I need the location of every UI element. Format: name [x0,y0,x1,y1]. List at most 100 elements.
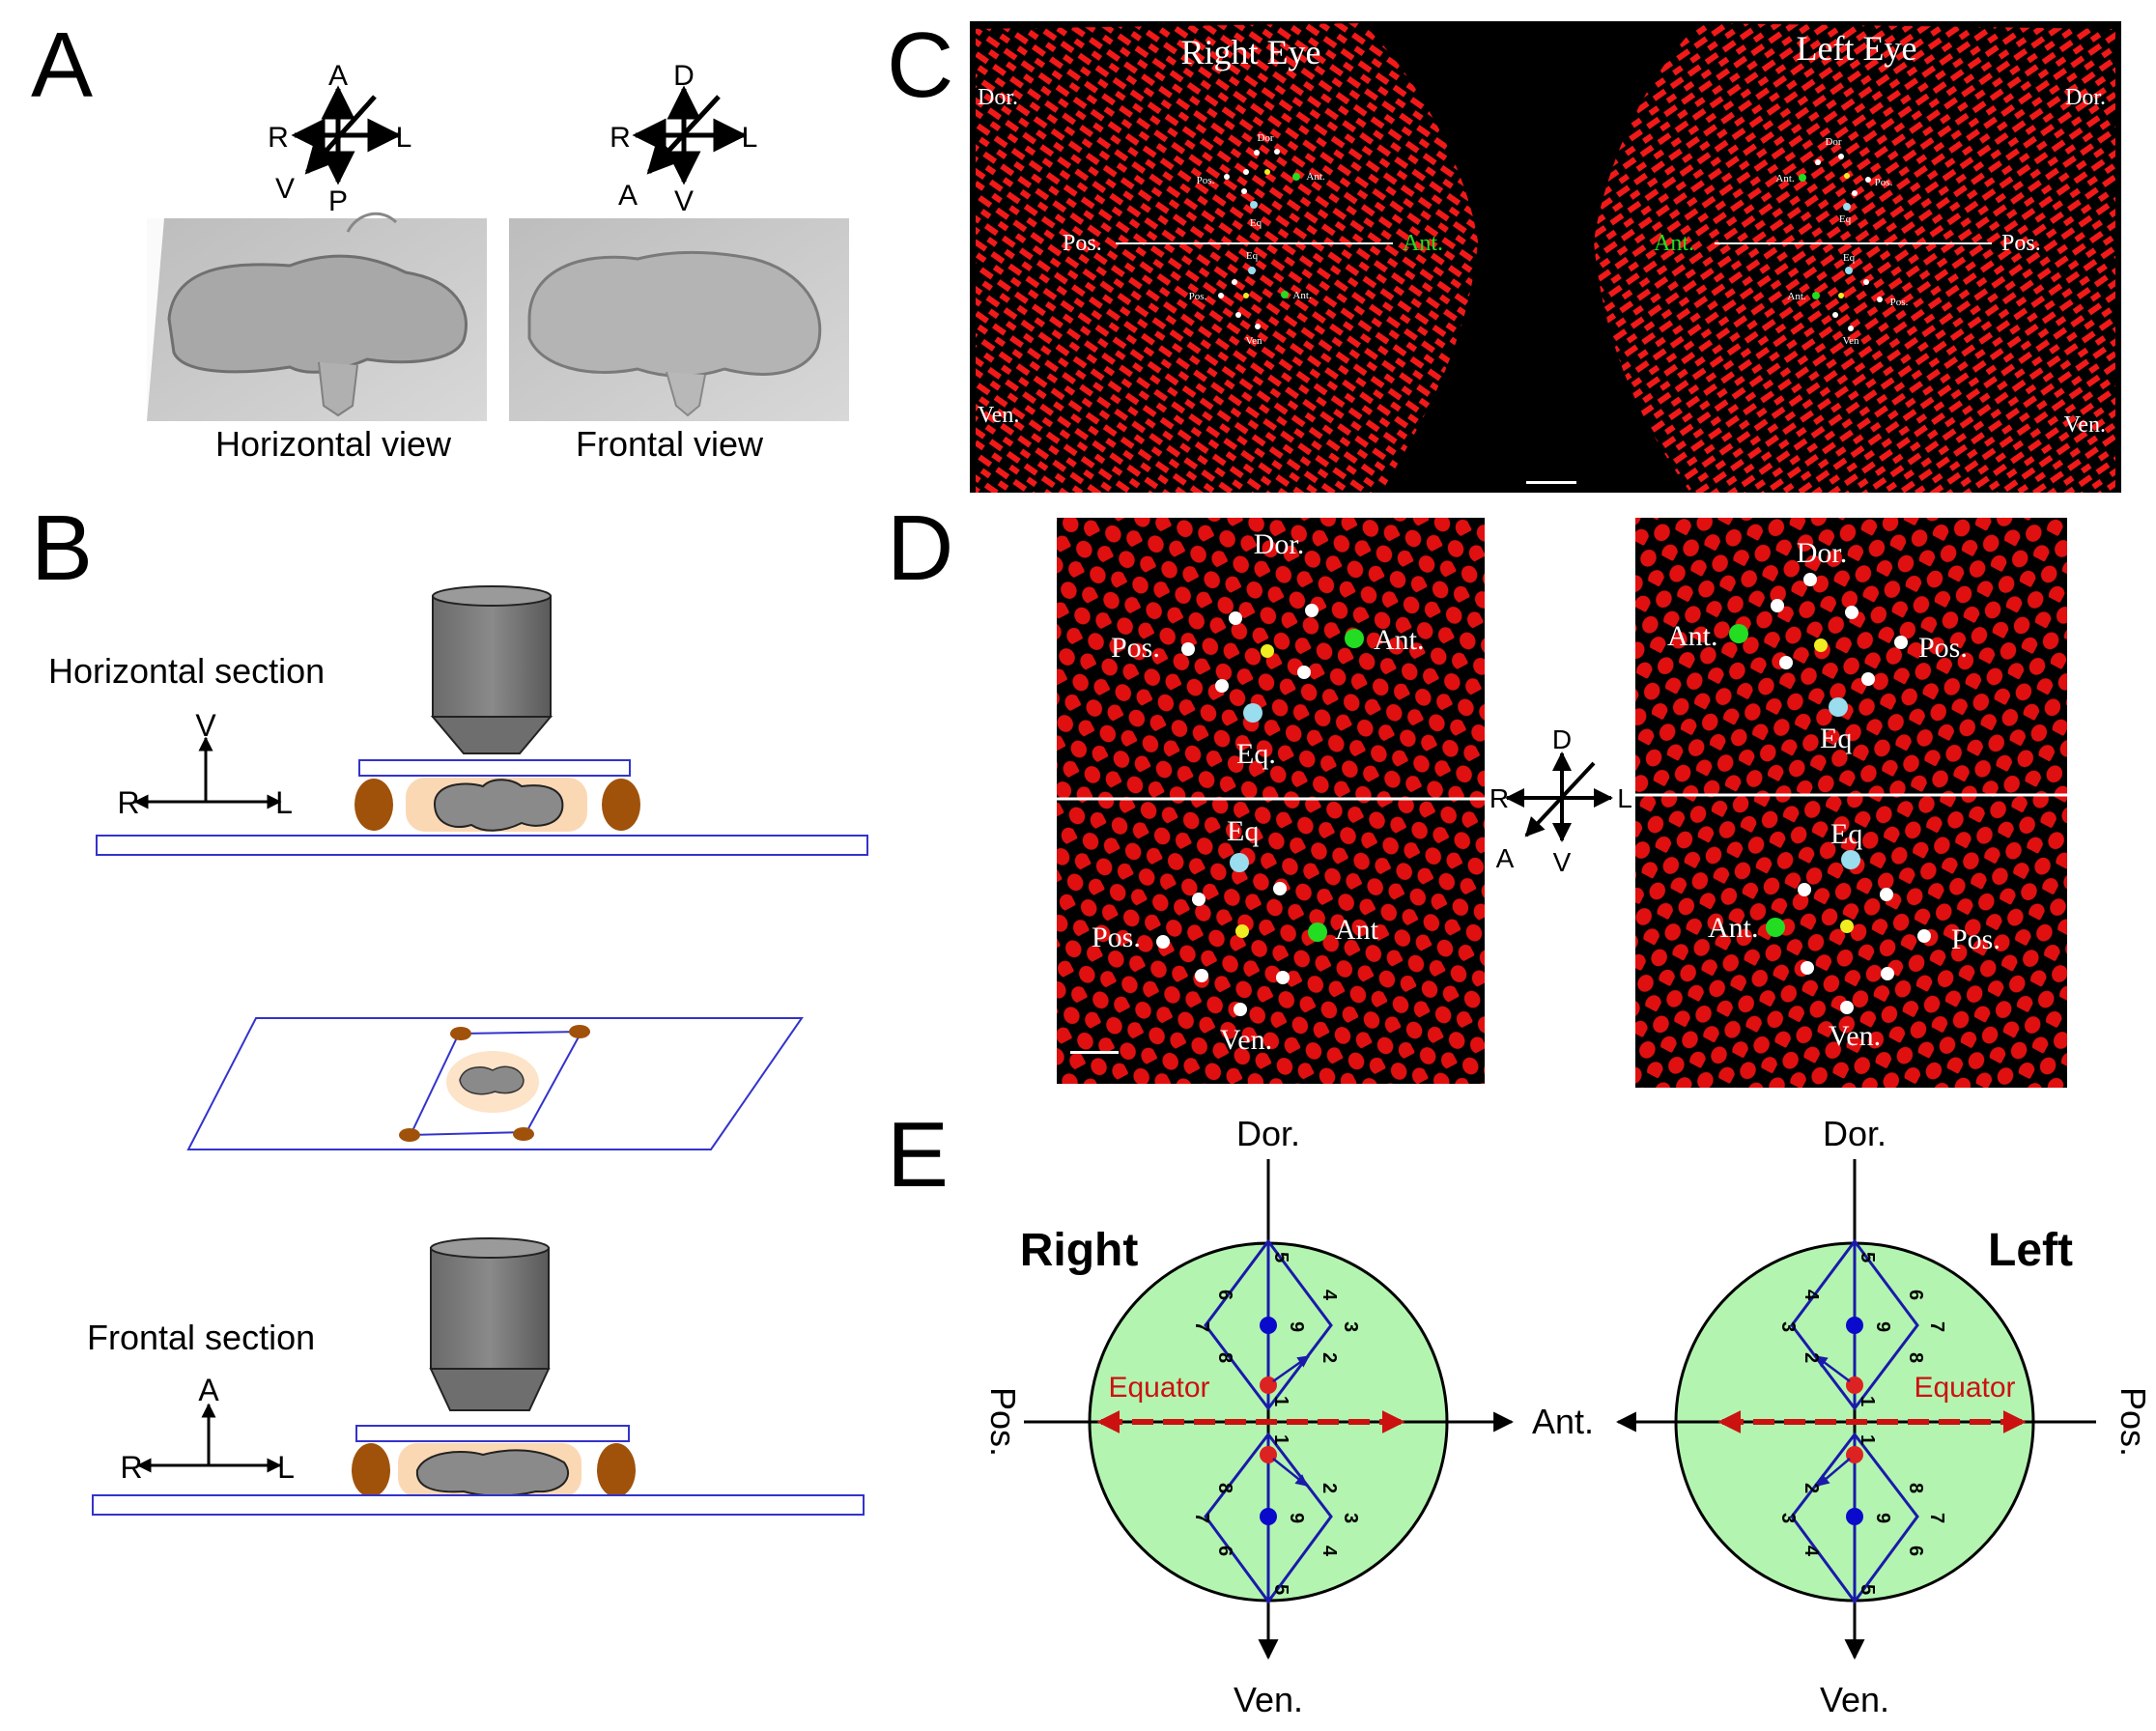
right-eye-title: Right Eye [1181,33,1321,71]
e-num: 2 [1319,1483,1340,1493]
c-ven-right: Ven. [2064,412,2106,438]
e-left-diagram [1615,1159,2096,1660]
e-num: 9 [1286,1513,1307,1523]
d-compass: D V R L A [1489,724,1632,877]
horizontal-section-diagram [96,585,868,856]
slide-perspective-diagram [186,1017,804,1150]
d-right-ant-top: Ant. [1667,620,1718,652]
frontal-view-image [509,218,849,421]
compass-label-down: P [328,185,348,217]
c-label-eq: Eq [1246,250,1259,262]
left-eye-retina [1594,23,2115,493]
d-left-pos-bottom: Pos. [1092,922,1141,953]
e-left-title: Left [1988,1225,2073,1276]
e-num: 8 [1214,1352,1235,1363]
brain-section [415,1449,570,1497]
e-num: 7 [1926,1513,1947,1523]
e-num: 4 [1801,1546,1822,1557]
c-ven-left: Ven. [978,403,1019,428]
coverslip [358,759,631,777]
compass-label-right: L [1617,783,1632,813]
axis-label-v: V [195,708,216,743]
e-num: 1 [1270,1434,1291,1445]
e-right-numbers: 5 6 4 7 3 8 2 9 1 1 8 2 7 3 9 6 4 5 [1191,1252,1361,1595]
c-pos-right-eye: Pos. [1063,231,1102,256]
c-ant-right-eye: Ant. [1403,231,1443,256]
spacer-bead-left [355,779,393,831]
compass-label-up: D [1552,724,1572,754]
e-num: 5 [1270,1252,1291,1263]
axes-top: V R L [117,708,292,820]
compass-label-left: R [1489,783,1509,813]
e-num: 6 [1214,1290,1235,1300]
compass-label-left: R [268,122,289,154]
c-label-dor: Dor [1257,132,1273,144]
e-num: 8 [1905,1352,1926,1363]
spacer-bead-right [602,779,640,831]
e-num: 9 [1286,1321,1307,1332]
frontal-section-label: Frontal section [87,1318,315,1357]
e-num: 3 [1777,1513,1799,1523]
e-num: 6 [1214,1546,1235,1556]
d-left-eq-top: Eq. [1236,738,1276,770]
compass-label-down: V [1553,847,1572,877]
horizontal-section-label: Horizontal section [48,651,325,691]
e-right-diagram [1024,1159,1515,1660]
compass-label-up: D [673,60,695,92]
caption-frontal-view: Frontal view [576,424,764,464]
e-num: 4 [1801,1290,1822,1301]
e-num: 1 [1857,1396,1878,1406]
confocal-image-eyes [970,21,2121,493]
d-right-eq-bottom: Eq [1830,818,1862,850]
frontal-section-diagram [92,1237,865,1516]
spacer-bead-left [352,1443,390,1497]
d-left-ant-bottom: Ant [1335,914,1379,946]
e-num: 4 [1319,1546,1340,1557]
e-right-ant: Ant. [1532,1402,1594,1441]
e-num: 2 [1319,1352,1340,1363]
compass-label-diag: A [1496,843,1515,873]
c-label-pos: Pos. [1890,297,1909,308]
d-left-dor: Dor. [1254,528,1305,560]
d-right-ant-bottom: Ant. [1708,912,1759,944]
e-num: 3 [1340,1513,1361,1523]
e-num: 4 [1319,1290,1340,1301]
panel-letter-c: C [887,14,953,117]
brain-section [433,779,564,832]
e-num: 3 [1777,1321,1799,1332]
e-left-numbers: 5 4 6 3 7 2 8 9 1 1 2 8 3 7 9 4 6 5 [1777,1252,1947,1595]
panel-letter-b: B [31,497,93,600]
d-left-eq-bottom: Eq [1227,815,1259,847]
compass-label-diag: V [275,173,295,205]
axis-label-l: L [277,1450,295,1485]
c-label-ant: Ant. [1292,290,1312,301]
e-left-dor: Dor. [1823,1114,1886,1153]
d-left-image [1057,518,1485,1084]
d-right-dor: Dor. [1797,537,1848,569]
c-label-ven: Ven [1245,335,1262,347]
e-num: 6 [1905,1290,1926,1300]
compass-frontal: D V R L A [610,60,757,217]
d-left-ven: Ven. [1220,1024,1272,1056]
e-num: 2 [1801,1352,1822,1363]
compass-label-right: L [396,122,412,154]
e-left-pos: Pos. [2113,1387,2153,1457]
c-label-eq: Eq [1839,213,1852,225]
e-num: 1 [1857,1434,1878,1445]
axis-label-r: R [117,785,139,820]
c-ant-left-eye: Ant. [1654,231,1694,256]
e-num: 5 [1270,1584,1291,1595]
e-num: 1 [1270,1396,1291,1406]
c-label-ant: Ant. [1306,171,1325,183]
e-num: 8 [1214,1483,1235,1493]
compass-label-right: L [742,122,758,154]
e-num: 2 [1801,1483,1822,1493]
axis-label-r: R [120,1450,142,1485]
e-num: 6 [1905,1546,1926,1556]
c-label-eq: Eq [1843,252,1856,264]
objective-lens-top [430,585,553,754]
e-right-ven: Ven. [1234,1680,1303,1719]
compass-label-up: A [328,60,348,92]
e-right-equator-label: Equator [1108,1372,1209,1404]
